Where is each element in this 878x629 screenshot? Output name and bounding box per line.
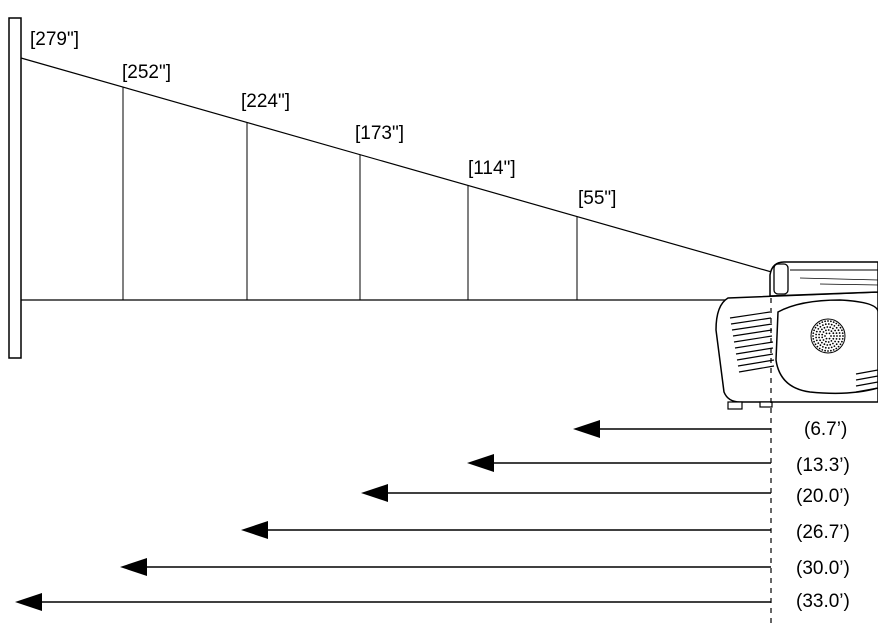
projection-screen	[8, 17, 22, 359]
screen-size-label: [55"]	[578, 188, 616, 209]
projection-top-edge	[20, 57, 776, 274]
distance-label: (20.0’)	[796, 486, 850, 507]
screen-size-label: [224"]	[241, 91, 290, 112]
distance-label: (33.0’)	[796, 591, 850, 612]
distance-arrow-head	[573, 420, 600, 438]
screen-size-label: [114"]	[468, 158, 516, 179]
screen-size-label: [173"]	[355, 123, 404, 144]
distance-arrow-head	[15, 593, 42, 611]
distance-label: (6.7’)	[804, 419, 847, 440]
distance-label: (13.3’)	[796, 455, 850, 476]
screen-size-markers	[122, 87, 578, 300]
distance-arrows	[15, 420, 771, 611]
projector-icon	[715, 261, 878, 410]
distance-arrow-head	[120, 558, 147, 576]
distance-arrow-head	[361, 484, 388, 502]
distance-label: (30.0’)	[796, 558, 850, 579]
distance-arrow-head	[467, 454, 494, 472]
screen-size-label: [252"]	[122, 62, 171, 83]
distance-arrow-head	[241, 521, 268, 539]
distance-label: (26.7’)	[796, 522, 850, 543]
screen-size-label: [279"]	[30, 29, 79, 50]
